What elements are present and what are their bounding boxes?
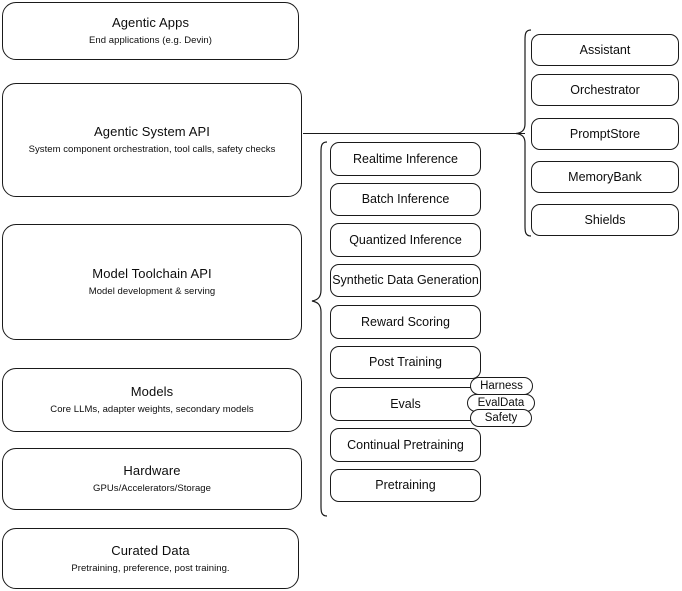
component-label: MemoryBank xyxy=(568,169,642,184)
eval-badge-harness[interactable]: Harness xyxy=(470,377,533,395)
capability-box-evals[interactable]: Evals xyxy=(330,387,481,421)
brace-system-components xyxy=(515,29,532,237)
component-label: Orchestrator xyxy=(570,82,640,97)
eval-badge-safety[interactable]: Safety xyxy=(470,409,532,427)
component-box-promptstore[interactable]: PromptStore xyxy=(531,118,679,150)
component-label: PromptStore xyxy=(569,126,641,141)
capability-box-post-training[interactable]: Post Training xyxy=(330,346,481,379)
component-label: Assistant xyxy=(579,42,631,57)
layer-subtitle: Core LLMs, adapter weights, secondary mo… xyxy=(50,404,254,415)
capability-box-batch-inference[interactable]: Batch Inference xyxy=(330,183,481,216)
capability-box-reward-scoring[interactable]: Reward Scoring xyxy=(330,305,481,339)
capability-box-pretraining[interactable]: Pretraining xyxy=(330,469,481,502)
capability-label: Realtime Inference xyxy=(353,151,458,166)
capability-label: Batch Inference xyxy=(361,192,450,206)
layer-title: Hardware xyxy=(123,463,181,478)
capability-label: Synthetic Data Generation xyxy=(332,273,479,287)
layer-box-hardware[interactable]: Hardware GPUs/Accelerators/Storage xyxy=(2,448,302,510)
layer-title: Model Toolchain API xyxy=(92,266,212,281)
eval-badge-label: EvalData xyxy=(477,396,525,409)
capability-box-realtime-inference[interactable]: Realtime Inference xyxy=(330,142,481,176)
component-box-memorybank[interactable]: MemoryBank xyxy=(531,161,679,193)
layer-box-model-toolchain-api[interactable]: Model Toolchain API Model development & … xyxy=(2,224,302,340)
component-label: Shields xyxy=(584,212,626,227)
connector-line-system-api-to-components xyxy=(303,133,525,134)
capability-label: Pretraining xyxy=(375,478,436,492)
layer-title: Agentic System API xyxy=(94,124,210,139)
layer-title: Agentic Apps xyxy=(111,15,190,30)
capability-box-synthetic-data-generation[interactable]: Synthetic Data Generation xyxy=(330,264,481,297)
brace-toolchain-capabilities xyxy=(311,141,328,517)
layer-subtitle: System component orchestration, tool cal… xyxy=(28,144,276,155)
capability-label: Post Training xyxy=(369,355,442,369)
layer-title: Curated Data xyxy=(111,542,190,558)
layer-title: Models xyxy=(130,384,174,399)
layer-subtitle: Model development & serving xyxy=(88,286,216,297)
layer-box-agentic-apps[interactable]: Agentic Apps End applications (e.g. Devi… xyxy=(2,2,299,60)
eval-badge-evaldata[interactable]: EvalData xyxy=(467,394,535,412)
layer-box-curated-data[interactable]: Curated Data Pretraining, preference, po… xyxy=(2,528,299,589)
capability-label: Evals xyxy=(390,396,421,411)
capability-label: Reward Scoring xyxy=(361,314,450,329)
component-box-shields[interactable]: Shields xyxy=(531,204,679,236)
component-box-assistant[interactable]: Assistant xyxy=(531,34,679,66)
capability-box-continual-pretraining[interactable]: Continual Pretraining xyxy=(330,428,481,462)
capability-label: Continual Pretraining xyxy=(347,437,464,452)
layer-box-agentic-system-api[interactable]: Agentic System API System component orch… xyxy=(2,83,302,197)
capability-label: Quantized Inference xyxy=(349,232,462,247)
layer-subtitle: Pretraining, preference, post training. xyxy=(71,562,230,574)
capability-box-quantized-inference[interactable]: Quantized Inference xyxy=(330,223,481,257)
eval-badge-label: Safety xyxy=(484,411,518,424)
layer-subtitle: GPUs/Accelerators/Storage xyxy=(93,483,211,494)
eval-badge-label: Harness xyxy=(480,379,523,392)
layer-subtitle: End applications (e.g. Devin) xyxy=(89,35,212,46)
layer-box-models[interactable]: Models Core LLMs, adapter weights, secon… xyxy=(2,368,302,432)
component-box-orchestrator[interactable]: Orchestrator xyxy=(531,74,679,106)
